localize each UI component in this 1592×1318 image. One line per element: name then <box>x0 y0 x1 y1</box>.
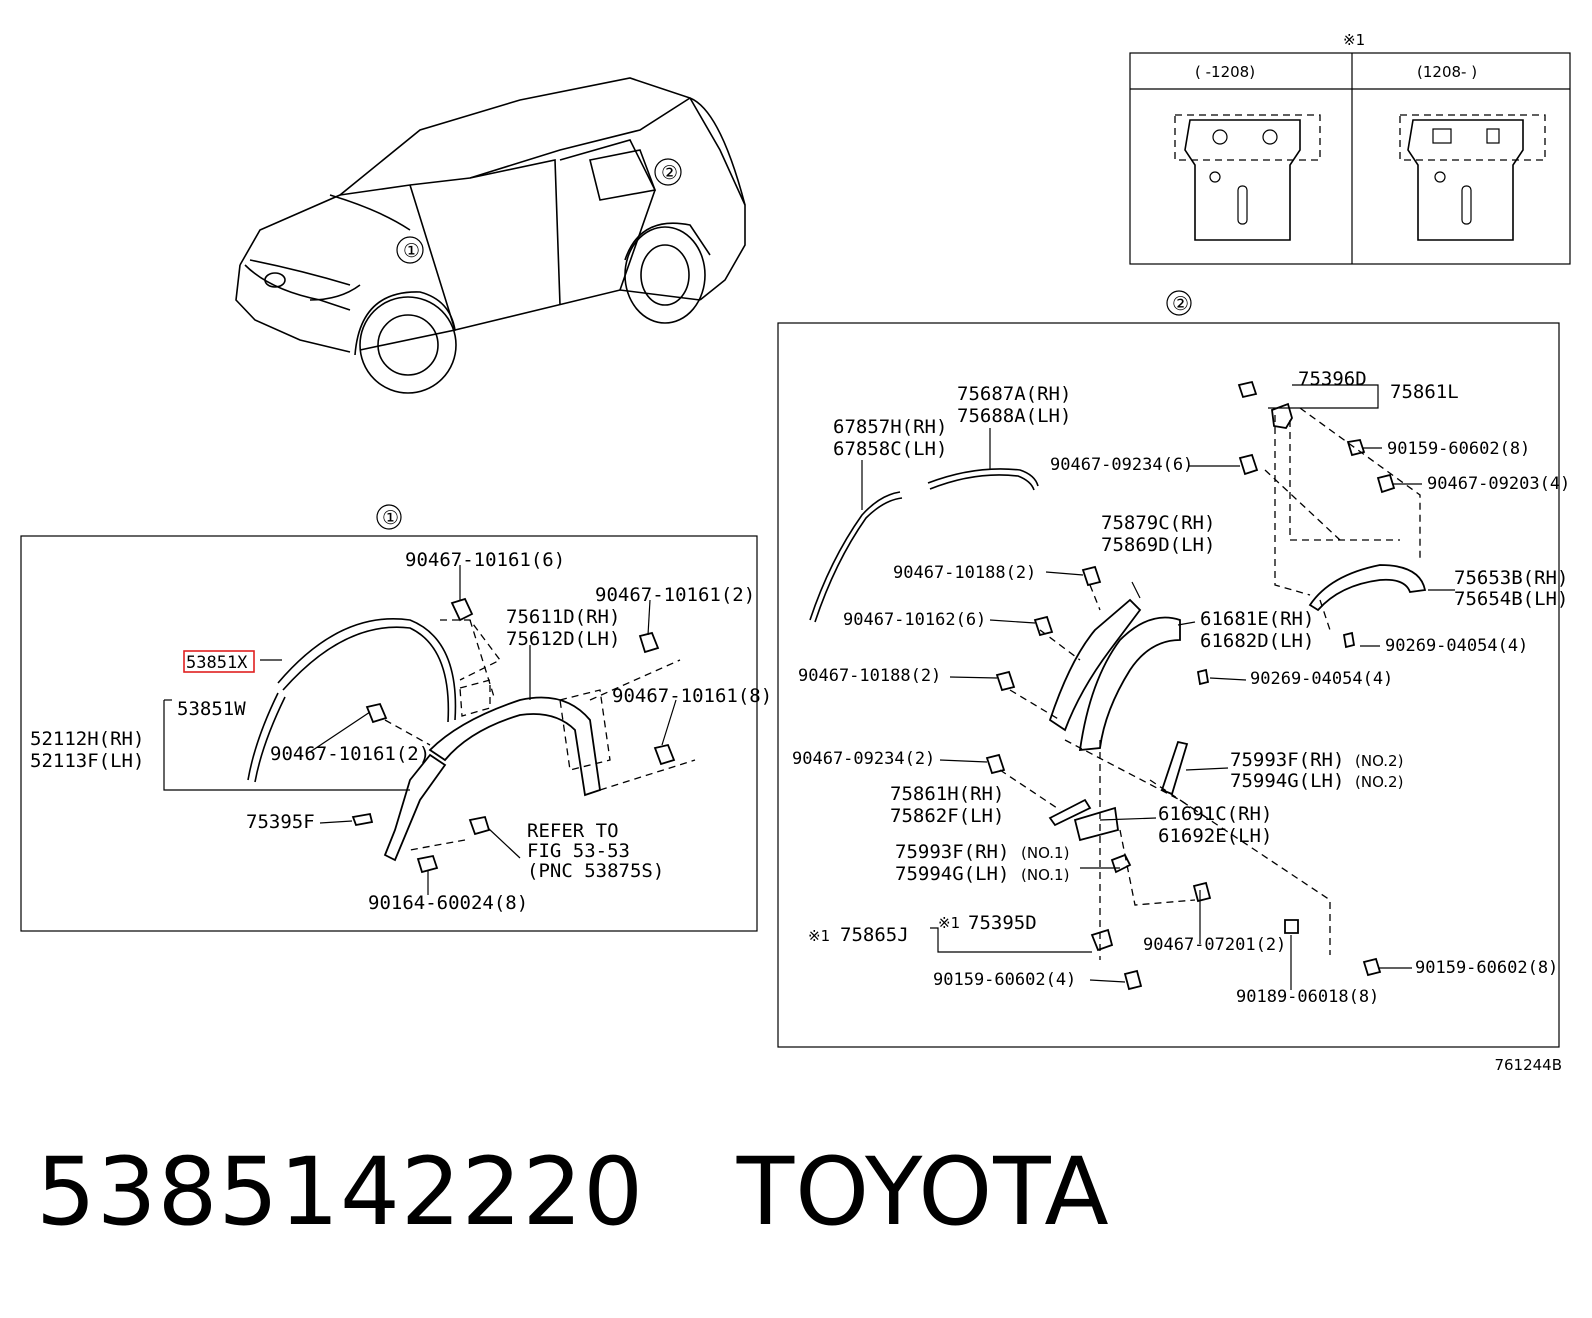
label-no2-b: (NO.2) <box>1355 773 1403 791</box>
label-75611D: 75611D(RH) <box>506 606 620 628</box>
label-90269-04054-4a: 90269-04054(4) <box>1385 636 1528 656</box>
vehicle-illustration <box>235 77 746 394</box>
highlighted-part-box <box>183 650 255 673</box>
label-90467-09234-2: 90467-09234(2) <box>792 749 935 769</box>
label-90467-07201: 90467-07201(2) <box>1143 935 1286 955</box>
label-75861H: 75861H(RH) <box>890 783 1004 805</box>
label-90159-60602-8a: 90159-60602(8) <box>1387 439 1530 459</box>
label-75994G-no1: 75994G(LH) <box>895 863 1009 885</box>
label-90467-10161-2a: 90467-10161(2) <box>595 584 755 606</box>
section-2-frame <box>777 322 1560 1048</box>
figure-id: 761244B <box>1494 1056 1562 1074</box>
label-no1-b: (NO.1) <box>1021 866 1069 884</box>
note-mark-75865J: ※1 <box>808 927 830 945</box>
label-no1-a: (NO.1) <box>1021 844 1069 862</box>
label-90159-60602-4: 90159-60602(4) <box>933 970 1076 990</box>
brand-name: TOYOTA <box>736 1138 1110 1247</box>
label-75396D: 75396D <box>1298 368 1367 390</box>
label-67858C: 67858C(LH) <box>833 438 947 460</box>
label-90467-09203: 90467-09203(4) <box>1427 474 1570 494</box>
label-90269-04054-4b: 90269-04054(4) <box>1250 669 1393 689</box>
label-75994G-no2: 75994G(LH) <box>1230 770 1344 792</box>
label-90189-06018: 90189-06018(8) <box>1236 987 1379 1007</box>
label-no2-a: (NO.2) <box>1355 752 1403 770</box>
label-61682D: 61682D(LH) <box>1200 630 1314 652</box>
label-75653B: 75653B(RH) <box>1454 567 1568 589</box>
label-75395F: 75395F <box>246 811 315 833</box>
label-61681E: 61681E(RH) <box>1200 608 1314 630</box>
label-90467-10162: 90467-10162(6) <box>843 610 986 630</box>
label-61691C: 61691C(RH) <box>1158 803 1272 825</box>
label-75879C: 75879C(RH) <box>1101 512 1215 534</box>
part-label-53851X[interactable]: 53851X <box>186 653 248 673</box>
inset-note-mark: ※1 <box>1343 31 1365 49</box>
label-90164-60024: 90164-60024(8) <box>368 892 528 914</box>
label-75395D: 75395D <box>968 912 1037 934</box>
label-52112H: 52112H(RH) <box>30 728 144 750</box>
label-90467-09234-6: 90467-09234(6) <box>1050 455 1193 475</box>
part-number-title: 5385142220 TOYOTA <box>36 1138 1110 1247</box>
section-2-drawing <box>809 380 1455 991</box>
label-61692E: 61692E(LH) <box>1158 825 1272 847</box>
section-1-frame <box>20 535 758 932</box>
section-1-drawing <box>163 565 696 895</box>
note-mark-75395D: ※1 <box>938 914 960 932</box>
label-67857H: 67857H(RH) <box>833 416 947 438</box>
label-pnc-53875S: (PNC 53875S) <box>527 860 664 882</box>
callout-1-section: ① <box>382 507 399 529</box>
part-number: 5385142220 <box>36 1138 645 1247</box>
label-90467-10188-2b: 90467-10188(2) <box>798 666 941 686</box>
label-75688A: 75688A(LH) <box>957 405 1071 427</box>
inset-right-range: (1208- ) <box>1417 63 1477 81</box>
label-90159-60602-8b: 90159-60602(8) <box>1415 958 1558 978</box>
label-90467-10161-2b: 90467-10161(2) <box>270 743 430 765</box>
label-90467-10161-6: 90467-10161(6) <box>405 549 565 571</box>
callout-2-section: ② <box>1172 293 1189 315</box>
inset-panel <box>1129 52 1571 265</box>
label-90467-10161-8: 90467-10161(8) <box>612 685 772 707</box>
inset-left-range: ( -1208) <box>1195 63 1255 81</box>
label-refer-to: REFER TO <box>527 820 619 842</box>
label-fig-53-53: FIG 53-53 <box>527 840 630 862</box>
label-75993F-no1: 75993F(RH) <box>895 841 1009 863</box>
label-75993F-no2: 75993F(RH) <box>1230 749 1344 771</box>
callout-1-circle <box>376 504 402 530</box>
callout-2-car: ② <box>661 162 678 184</box>
label-52113F: 52113F(LH) <box>30 750 144 772</box>
callout-1-car: ① <box>403 240 420 262</box>
label-75612D: 75612D(LH) <box>506 628 620 650</box>
label-75861L: 75861L <box>1390 381 1459 403</box>
label-75654B: 75654B(LH) <box>1454 588 1568 610</box>
label-75862F: 75862F(LH) <box>890 805 1004 827</box>
label-90467-10188-2a: 90467-10188(2) <box>893 563 1036 583</box>
label-75687A: 75687A(RH) <box>957 383 1071 405</box>
label-75865J: 75865J <box>840 924 909 946</box>
callout-2-circle <box>1166 290 1192 316</box>
label-53851W: 53851W <box>177 698 246 720</box>
label-75869D: 75869D(LH) <box>1101 534 1215 556</box>
